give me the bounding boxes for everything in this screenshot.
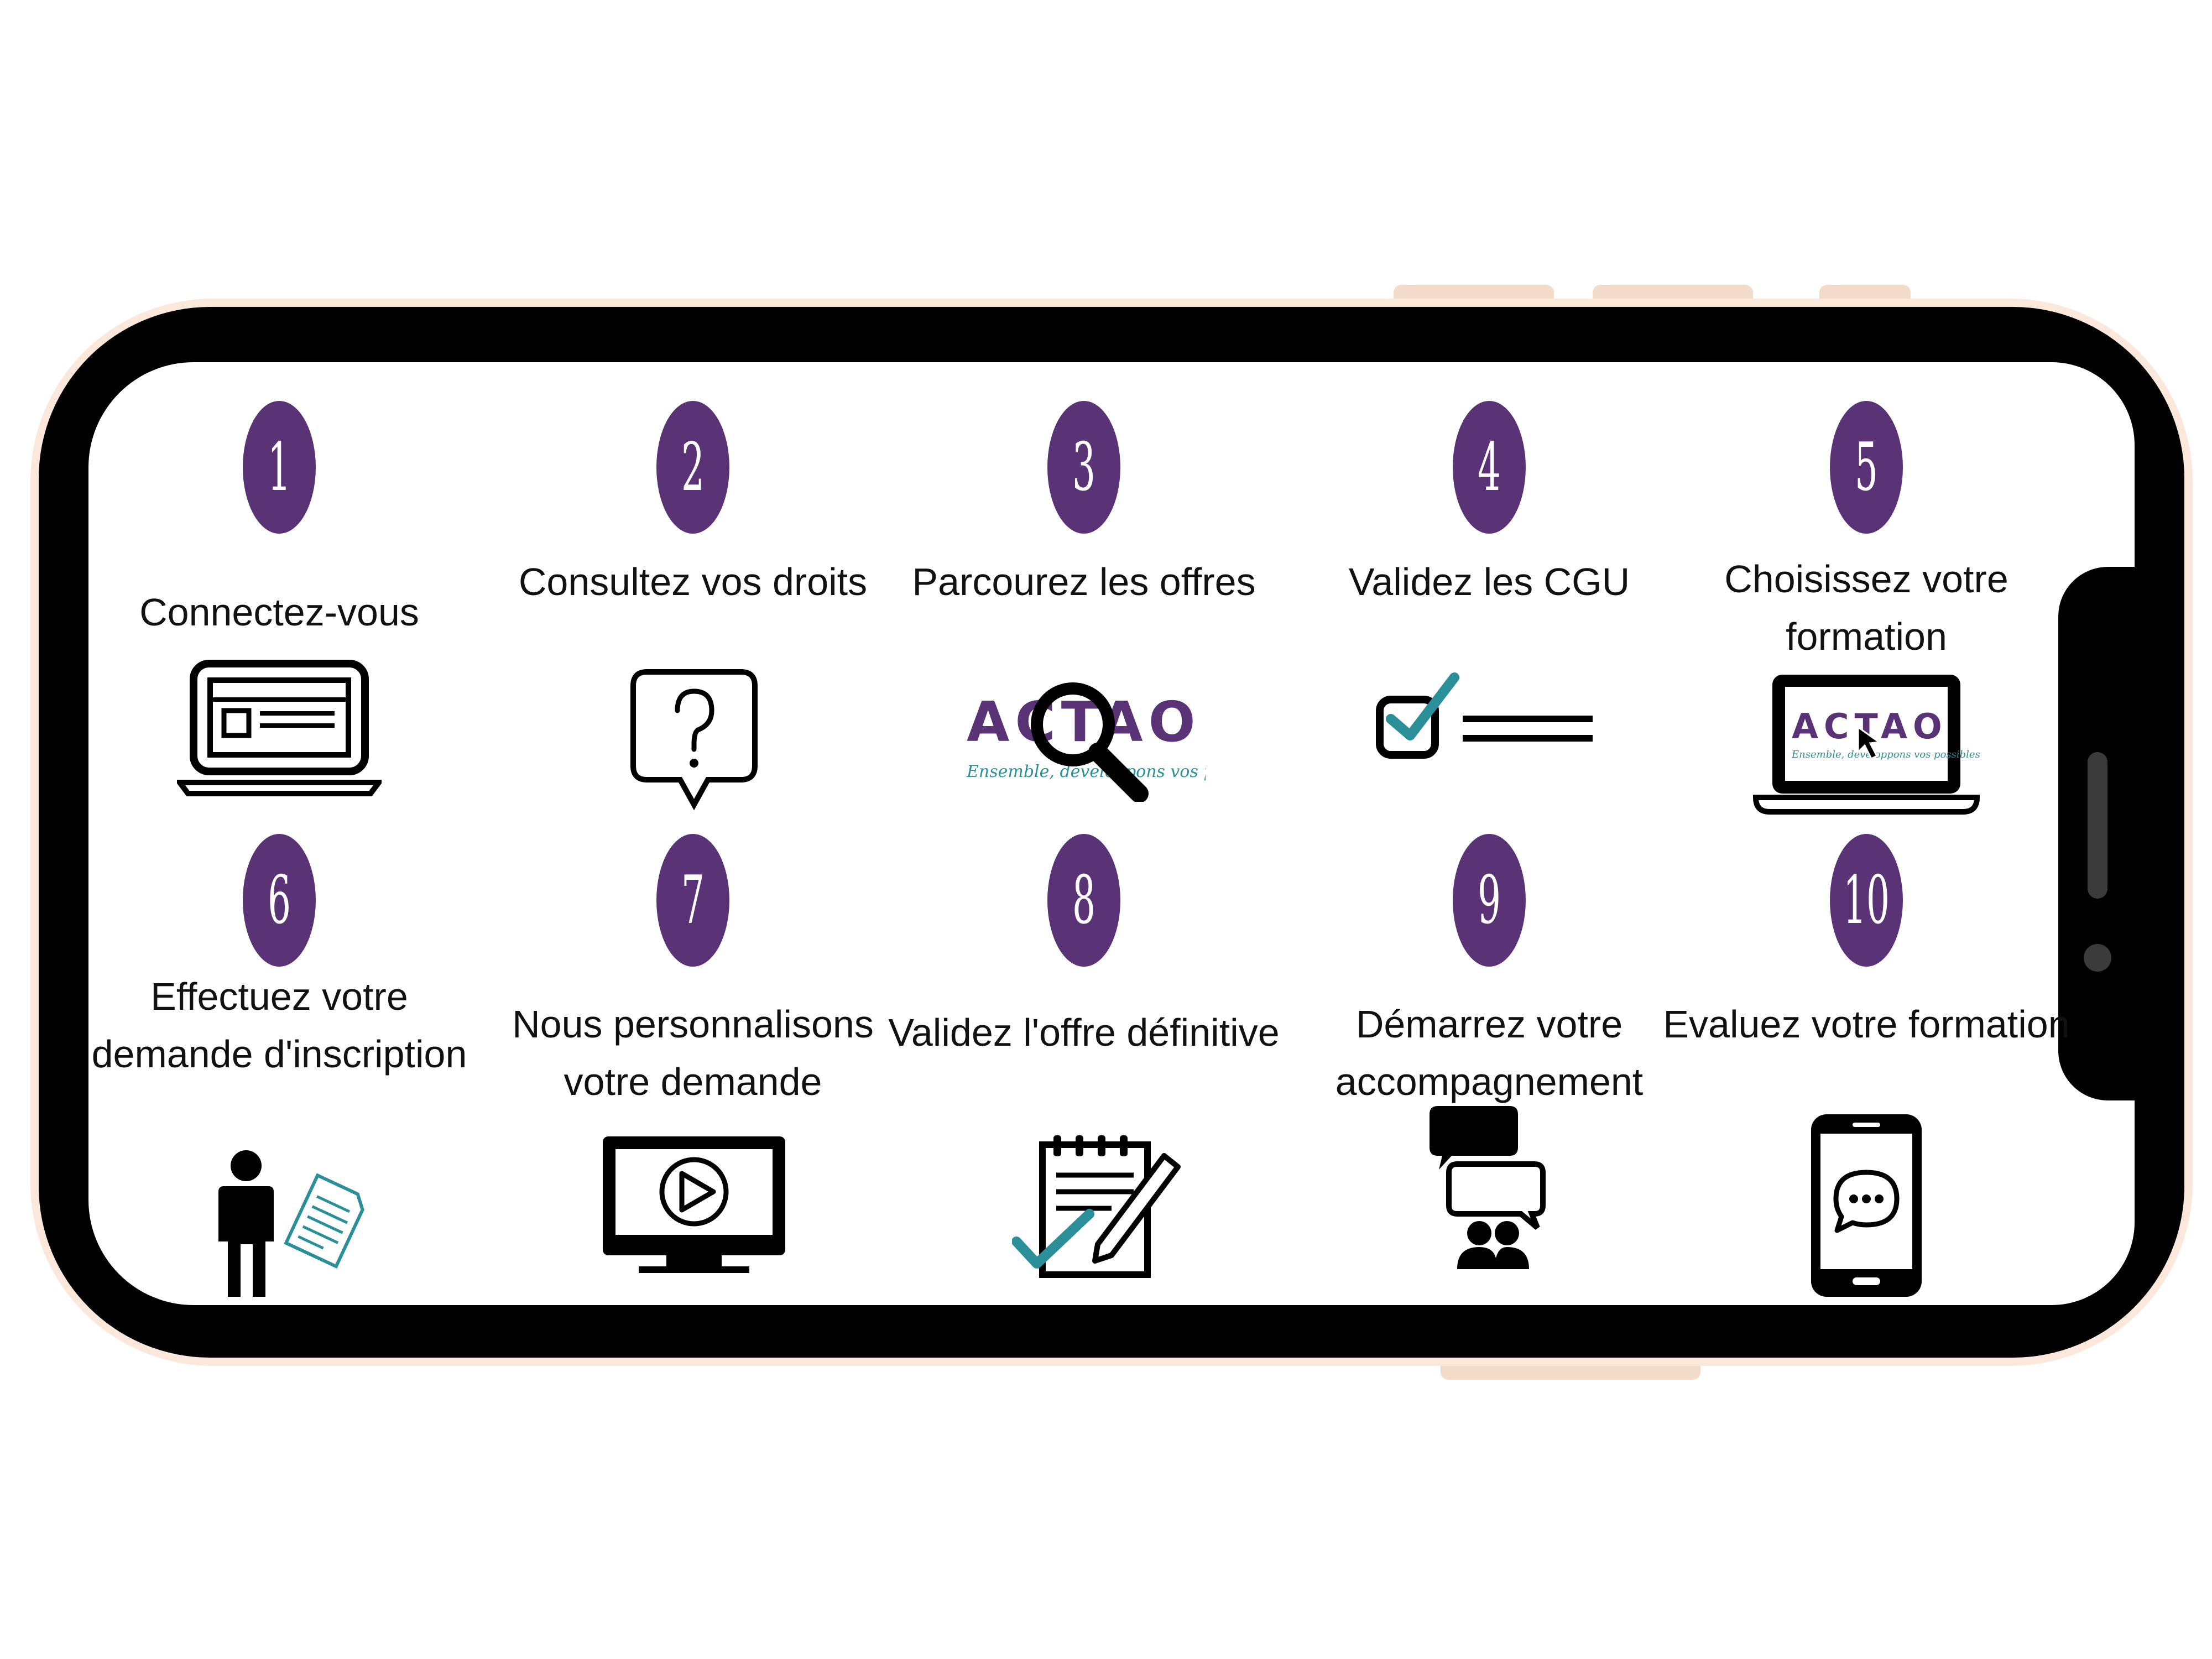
step-10-number: 10	[1830, 834, 1903, 967]
step-5-number: 5	[1830, 401, 1903, 534]
person-document-icon	[218, 1150, 364, 1297]
actao-logo-text: ACTAO	[967, 690, 1201, 754]
step-4-number: 4	[1453, 401, 1526, 534]
step-3-label: Parcourez les offres	[912, 560, 1256, 603]
phone-speaker	[2088, 752, 2107, 899]
laptop-logo-icon: ACTAO Ensemble, développons vos possible…	[1753, 675, 1980, 815]
chat-people-icon	[1430, 1106, 1546, 1269]
step-4-label: Validez les CGU	[1348, 560, 1630, 603]
notepad-pen-check-icon	[1012, 1135, 1181, 1278]
actao-tagline: Ensemble, développons vos possibles.	[966, 762, 1206, 781]
step-1-label: Connectez-vous	[139, 591, 419, 634]
step-3-number: 3	[1047, 401, 1120, 534]
step-8-number: 8	[1047, 834, 1120, 967]
step-8-label: Validez l'offre définitive	[888, 1011, 1280, 1054]
laptop-icon	[177, 660, 382, 796]
question-bubble-icon	[630, 669, 758, 811]
step-6-label: Effectuez votre demande d'inscription	[91, 975, 467, 1076]
step-7-number: 7	[656, 834, 729, 967]
step-2-number: 2	[656, 401, 729, 534]
phone-camera	[2084, 944, 2111, 972]
step-7-label: Nous personnalisons votre demande	[512, 1003, 874, 1103]
step-9-number: 9	[1453, 834, 1526, 967]
magnifier-logo-icon: ACTAO Ensemble, développons vos possible…	[966, 682, 1206, 802]
step-10-label: Evaluez votre formation	[1663, 1003, 2070, 1046]
monitor-play-icon	[603, 1136, 785, 1273]
step-2-label: Consultez vos droits	[518, 560, 868, 603]
step-9-label: Démarrez votre accompagnement	[1335, 1003, 1644, 1103]
actao-tagline-small: Ensemble, développons vos possibles.	[1791, 749, 1980, 760]
step-6-number: 6	[243, 834, 316, 967]
step-1-number: 1	[243, 401, 316, 534]
checkbox-icon	[1376, 672, 1593, 759]
step-5-label: Choisissez votre formation	[1724, 557, 2008, 658]
smartphone-chat-icon	[1811, 1114, 1922, 1297]
